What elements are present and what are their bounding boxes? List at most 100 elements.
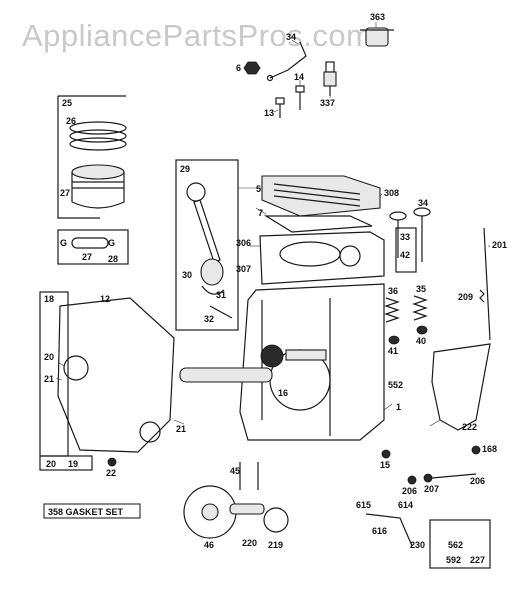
part-27-piston-pin-set[interactable]: G G (57, 229, 129, 265)
label-36: 36 (388, 286, 398, 296)
part-206-207-linkage[interactable] (407, 473, 477, 485)
part-201-link[interactable] (483, 227, 491, 341)
part-30-connecting-rod[interactable] (186, 182, 224, 286)
label-30: 30 (182, 270, 192, 280)
label-31: 31 (216, 290, 226, 300)
label-13: 13 (264, 108, 274, 118)
label-27a: 27 (60, 188, 70, 198)
label-615: 615 (356, 500, 371, 510)
label-33: 33 (400, 232, 410, 242)
label-34: 34 (286, 32, 296, 42)
part-337-spark-plug[interactable] (323, 61, 337, 96)
part-number-labels: 363 34 6 14 13 337 25 26 27 27 28 29 30 … (44, 12, 507, 565)
label-35: 35 (416, 284, 426, 294)
label-5: 5 (256, 184, 261, 194)
label-222: 222 (462, 422, 477, 432)
part-34-link[interactable] (266, 41, 307, 82)
label-209: 209 (458, 292, 473, 302)
leader-lines (55, 22, 490, 427)
label-21a: 21 (44, 374, 54, 384)
part-14-bolt[interactable] (295, 85, 305, 110)
label-227: 227 (470, 555, 485, 565)
part-46-camshaft-gear[interactable] (183, 485, 237, 539)
part-41-retainer[interactable] (388, 335, 400, 345)
part-15-bolt[interactable] (381, 449, 391, 459)
part-22-bolt[interactable] (107, 457, 117, 467)
label-6: 6 (236, 63, 241, 73)
label-16: 16 (278, 388, 288, 398)
part-34-valve[interactable] (389, 207, 431, 262)
label-206b: 206 (470, 476, 485, 486)
label-14: 14 (294, 72, 304, 82)
label-41: 41 (388, 346, 398, 356)
label-207: 207 (424, 484, 439, 494)
label-46: 46 (204, 540, 214, 550)
piston-kit-group (57, 95, 126, 219)
label-27b: 27 (82, 252, 92, 262)
label-45: 45 (230, 466, 240, 476)
part-36-valve-spring[interactable] (384, 297, 400, 323)
label-7: 7 (258, 208, 263, 218)
part-40-retainer[interactable] (416, 325, 428, 335)
label-552: 552 (388, 380, 403, 390)
part-168-screw[interactable] (471, 445, 481, 455)
label-1: 1 (396, 402, 401, 412)
part-26-piston-rings[interactable] (69, 121, 127, 151)
label-22: 22 (106, 468, 116, 478)
label-gasket-set: 358 GASKET SET (48, 507, 124, 517)
label-20b: 20 (46, 459, 56, 469)
part-31-rod-cap[interactable] (201, 285, 225, 295)
label-15: 15 (380, 460, 390, 470)
label-201: 201 (492, 240, 507, 250)
part-209-spring[interactable] (479, 289, 485, 303)
part-227-box[interactable] (429, 519, 491, 569)
part-363-breather-cap[interactable] (360, 27, 394, 47)
label-206a: 206 (402, 486, 417, 496)
part-35-valve-spring[interactable] (412, 295, 428, 321)
part-5-cylinder-head[interactable] (261, 175, 381, 217)
part-615-616-614-lever[interactable] (365, 513, 413, 547)
connecting-rod-box (175, 159, 239, 331)
part-7-head-gasket[interactable] (263, 215, 373, 233)
part-18-crankcase-cover-box[interactable] (39, 291, 175, 457)
label-363: 363 (370, 12, 385, 22)
label-306: 306 (236, 238, 251, 248)
part-219-gear[interactable] (263, 507, 289, 533)
label-42: 42 (400, 250, 410, 260)
label-616: 616 (372, 526, 387, 536)
label-230: 230 (410, 540, 425, 550)
part-220-camshaft[interactable] (229, 503, 265, 515)
part-16-crankshaft[interactable] (179, 344, 327, 383)
label-562: 562 (448, 540, 463, 550)
label-26: 26 (66, 116, 76, 126)
part-358-gasket-set-box[interactable] (43, 503, 141, 519)
label-32: 32 (204, 314, 214, 324)
part-222-governor-bracket[interactable] (431, 343, 491, 431)
label-337: 337 (320, 98, 335, 108)
label-34b: 34 (418, 198, 428, 208)
label-592: 592 (446, 555, 461, 565)
label-308: 308 (384, 188, 399, 198)
label-40: 40 (416, 336, 426, 346)
label-168: 168 (482, 444, 497, 454)
label-20a: 20 (44, 352, 54, 362)
label-307: 307 (236, 264, 251, 274)
part-1-cylinder-block[interactable] (239, 283, 385, 441)
part-13-bolt[interactable] (275, 97, 285, 118)
label-614: 614 (398, 500, 413, 510)
label-18: 18 (44, 294, 54, 304)
label-219: 219 (268, 540, 283, 550)
part-306-cylinder-block-upper[interactable] (259, 231, 385, 285)
label-21b: 21 (176, 424, 186, 434)
part-32-rod-bolt[interactable] (209, 305, 233, 319)
label-12: 12 (100, 294, 110, 304)
svg-text:G: G (108, 238, 115, 248)
part-45-tappets[interactable] (239, 462, 259, 490)
part-27-piston[interactable] (71, 164, 125, 209)
label-28: 28 (108, 254, 118, 264)
part-20-19-seal-box[interactable] (39, 455, 93, 471)
part-33-valve-seal-box[interactable] (395, 227, 417, 273)
label-220: 220 (242, 538, 257, 548)
label-19: 19 (68, 459, 78, 469)
